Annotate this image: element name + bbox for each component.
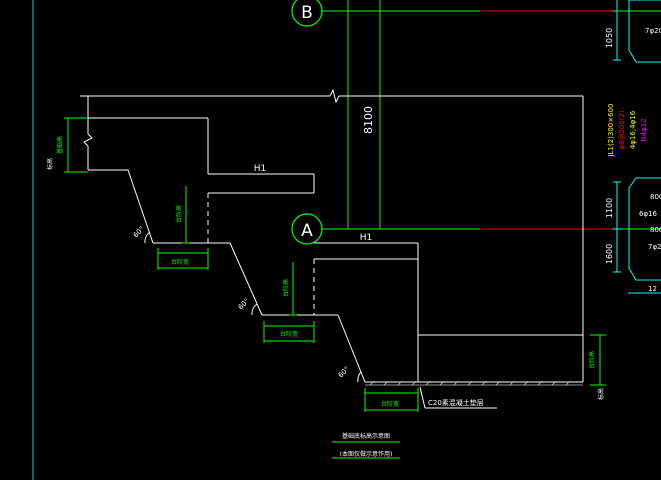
- angle-label-1: 60°: [132, 225, 146, 239]
- right-rebar-mid: 6φ16: [639, 210, 658, 218]
- right-dim-mid: 1100: [605, 198, 614, 218]
- h1-mid-label: H1: [360, 233, 373, 243]
- dashed-lines: [207, 193, 419, 382]
- column-vertical-lines: [322, 0, 381, 229]
- right-dim-lower: 1600: [605, 244, 614, 264]
- left-mark-label: 标高: [46, 158, 54, 170]
- right-rebar-top: 7φ20: [645, 27, 661, 35]
- axis-b-label: B: [301, 3, 313, 23]
- angle-label-2: 60°: [237, 297, 251, 311]
- beam-note-red: JL1(2)300×600: [607, 104, 615, 158]
- step3-width-label: 台阶宽: [381, 400, 399, 408]
- top-break-line: [80, 88, 584, 382]
- step2-width-label: 台阶宽: [280, 330, 298, 338]
- right-rebar-low: 7φ20: [648, 243, 661, 251]
- right-num-b: 800: [650, 226, 661, 234]
- right-num-a: 800: [650, 193, 661, 201]
- right-bottom-num: 12: [648, 285, 657, 293]
- span-dimension-label: 8100: [362, 106, 375, 134]
- right-height-label: 台阶高: [588, 351, 596, 369]
- step1-height-label: 台阶高: [175, 205, 183, 223]
- angle-label-3: 60°: [337, 365, 351, 379]
- footer-subtitle: (本图仅做示意作用): [340, 450, 393, 458]
- right-mark-label: 标高: [597, 388, 605, 400]
- beam-note-magenta: N4φ12: [640, 118, 648, 141]
- step2-height-label: 台阶高: [282, 279, 290, 297]
- right-beam-section: [613, 0, 661, 294]
- foundation-profile: [83, 96, 583, 383]
- cushion-label: C20素混凝土垫层: [428, 398, 484, 407]
- angle-arcs: [144, 231, 362, 383]
- beam-note-yellow: 4φ16;4φ16: [629, 110, 637, 149]
- axis-a-label: A: [301, 221, 313, 241]
- step1-width-label: 台阶宽: [171, 258, 189, 266]
- axis-b-bubble: B: [291, 0, 323, 27]
- cushion-hatch: [365, 380, 583, 386]
- footer-title: 基础底标高示意图: [342, 432, 390, 440]
- h1-top-label: H1: [254, 164, 267, 174]
- left-height-label: 基础高: [56, 136, 64, 154]
- beam-note-red2: φ8@200(2): [618, 110, 626, 150]
- cushion-leader: [419, 386, 497, 409]
- axis-a-bubble: A: [291, 213, 323, 245]
- green-dimensions: [64, 117, 606, 459]
- right-dim-top: 1050: [605, 28, 614, 48]
